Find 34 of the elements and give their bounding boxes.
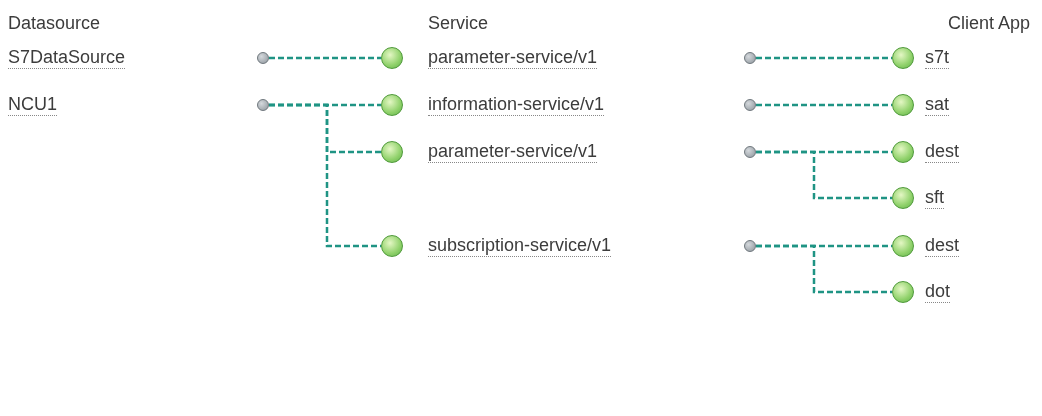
name-link: dot <box>925 280 951 303</box>
status-circle <box>381 94 403 116</box>
port-dot <box>257 99 269 111</box>
dashed-connector <box>269 56 381 60</box>
name-link: parameter-service/v1 <box>428 140 598 163</box>
name-link: subscription-service/v1 <box>428 234 612 257</box>
name-link: sat <box>925 93 949 116</box>
dashed-connector <box>756 244 892 294</box>
status-circle <box>892 235 914 257</box>
port-dot <box>744 146 756 158</box>
port-dot <box>744 99 756 111</box>
status-circle <box>892 187 914 209</box>
name-link: parameter-service/v1 <box>428 46 598 69</box>
name-link: S7DataSource <box>8 46 126 69</box>
status-circle <box>892 141 914 163</box>
name-link: sft <box>925 186 944 209</box>
port-dot <box>257 52 269 64</box>
status-circle <box>892 281 914 303</box>
column-header: Client App <box>948 12 1031 34</box>
name-link: s7t <box>925 46 949 69</box>
port-dot <box>744 52 756 64</box>
name-link: information-service/v1 <box>428 93 605 116</box>
status-circle <box>892 94 914 116</box>
status-circle <box>381 141 403 163</box>
port-dot <box>744 240 756 252</box>
column-header: Service <box>428 12 489 34</box>
name-link: NCU1 <box>8 93 57 116</box>
name-link: dest <box>925 234 960 257</box>
column-header: Datasource <box>8 12 101 34</box>
status-circle <box>892 47 914 69</box>
name-link: dest <box>925 140 960 163</box>
dashed-connector <box>756 150 892 200</box>
status-circle <box>381 235 403 257</box>
status-circle <box>381 47 403 69</box>
